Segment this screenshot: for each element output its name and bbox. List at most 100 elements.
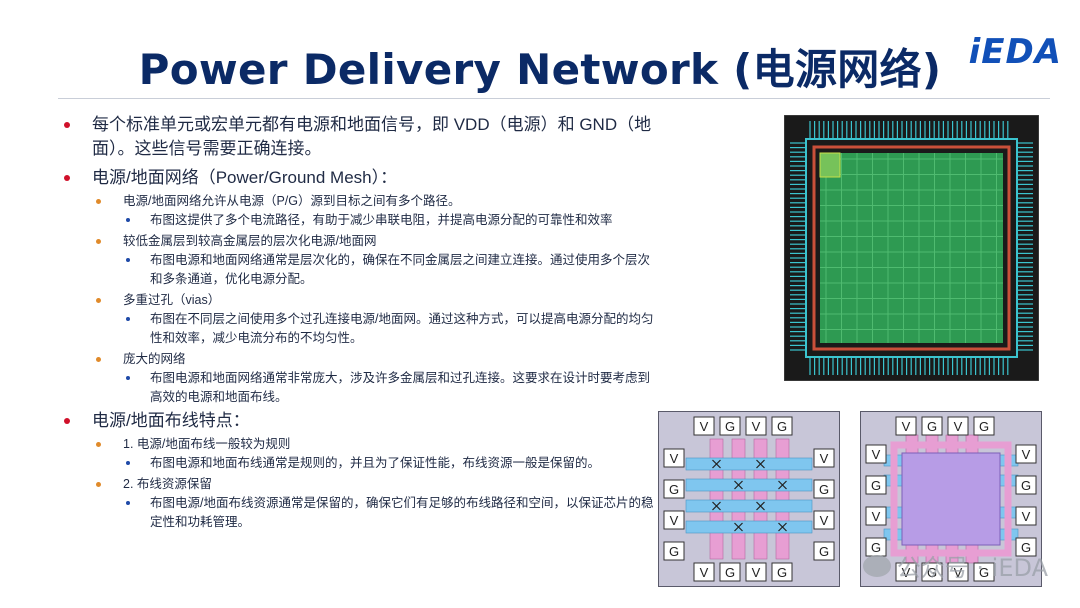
sub-bullet-text: 电源/地面网络允许从电源（P/G）源到目标之间有多个路径。	[123, 194, 461, 208]
detail-bullet: 布图在不同层之间使用多个过孔连接电源/地面网。通过这种方式，可以提高电源分配的均…	[60, 310, 660, 348]
pin-gnd: G	[921, 562, 943, 582]
detail-text: 布图电源和地面网络通常非常庞大，涉及许多金属层和过孔连接。这要求在设计时要考虑到…	[150, 371, 651, 404]
detail-bullet-dot-icon	[126, 376, 130, 380]
svg-text:V: V	[700, 565, 709, 580]
svg-text:G: G	[979, 419, 989, 434]
pin-vdd: V	[693, 562, 715, 582]
detail-text: 布图电源和地面布线通常是规则的，并且为了保证性能，布线资源一般是保留的。	[150, 456, 601, 470]
bullet-text: 电源/地面网络（Power/Ground Mesh）：	[92, 168, 398, 187]
svg-text:G: G	[927, 419, 937, 434]
svg-text:V: V	[670, 451, 679, 466]
svg-text:V: V	[752, 419, 761, 434]
svg-text:V: V	[1022, 447, 1031, 462]
pin-vdd: V	[865, 444, 887, 464]
svg-text:G: G	[927, 565, 937, 580]
bullet-pg-signals: 每个标准单元或宏单元都有电源和地面信号，即 VDD（电源）和 GND（地面）。这…	[60, 113, 660, 161]
sub-bullet-dot-icon	[96, 482, 101, 487]
detail-bullet: 布图这提供了多个电流路径，有助于减少串联电阻，并提高电源分配的可靠性和效率	[60, 211, 660, 230]
svg-text:G: G	[819, 544, 829, 559]
pin-gnd: G	[719, 562, 741, 582]
detail-bullet: 布图电源/地面布线资源通常是保留的，确保它们有足够的布线路径和空间，以保证芯片的…	[60, 494, 660, 532]
bullet-text: 每个标准单元或宏单元都有电源和地面信号，即 VDD（电源）和 GND（地面）。这…	[92, 115, 652, 158]
pin-gnd: G	[1015, 475, 1037, 495]
pin-vdd: V	[947, 416, 969, 436]
svg-text:G: G	[1021, 478, 1031, 493]
svg-text:V: V	[872, 509, 881, 524]
sub-bullet-text: 多重过孔（vias）	[123, 293, 221, 307]
sub-bullet-text: 1. 电源/地面布线一般较为规则	[123, 437, 291, 451]
svg-text:V: V	[820, 451, 829, 466]
svg-text:G: G	[1021, 540, 1031, 555]
pin-vdd: V	[813, 510, 835, 530]
sub-bullet-text: 较低金属层到较高金属层的层次化电源/地面网	[123, 234, 377, 248]
svg-text:G: G	[871, 478, 881, 493]
detail-text: 布图电源和地面网络通常是层次化的，确保在不同金属层之间建立连接。通过使用多个层次…	[150, 253, 651, 286]
detail-bullet-dot-icon	[126, 258, 130, 262]
detail-bullet: 布图电源和地面网络通常是层次化的，确保在不同金属层之间建立连接。通过使用多个层次…	[60, 251, 660, 289]
pin-vdd: V	[745, 562, 767, 582]
svg-text:G: G	[669, 482, 679, 497]
title-divider	[58, 98, 1050, 99]
sub-bullet-dot-icon	[96, 298, 101, 303]
bullet-pg-mesh: 电源/地面网络（Power/Ground Mesh）：	[60, 166, 660, 190]
detail-bullet-dot-icon	[126, 218, 130, 222]
detail-bullet-dot-icon	[126, 317, 130, 321]
pin-vdd: V	[895, 562, 917, 582]
watermark-text: 公众号 · iEDA	[896, 554, 1048, 582]
sub-bullet-text: 2. 布线资源保留	[123, 477, 212, 491]
svg-text:V: V	[954, 419, 963, 434]
detail-bullet-dot-icon	[126, 501, 130, 505]
sub-bullet-dot-icon	[96, 442, 101, 447]
detail-text: 布图电源/地面布线资源通常是保留的，确保它们有足够的布线路径和空间，以保证芯片的…	[150, 496, 654, 529]
pin-gnd: G	[921, 416, 943, 436]
bullet-dot-icon	[64, 175, 70, 181]
svg-text:V: V	[902, 565, 911, 580]
pin-gnd: G	[973, 562, 995, 582]
sub-bullet: 多重过孔（vias）	[60, 291, 660, 310]
svg-text:V: V	[872, 447, 881, 462]
pin-vdd: V	[745, 416, 767, 436]
sub-bullet: 庞大的网络	[60, 350, 660, 369]
pin-vdd: V	[947, 562, 969, 582]
slide-title: Power Delivery Network (电源网络)	[138, 45, 942, 94]
pin-gnd: G	[813, 541, 835, 561]
svg-text:G: G	[819, 482, 829, 497]
pin-vdd: V	[1015, 506, 1037, 526]
detail-bullet-dot-icon	[126, 461, 130, 465]
sub-bullet-dot-icon	[96, 239, 101, 244]
svg-text:G: G	[871, 540, 881, 555]
pin-gnd: G	[771, 562, 793, 582]
bullet-dot-icon	[64, 122, 70, 128]
detail-text: 布图这提供了多个电流路径，有助于减少串联电阻，并提高电源分配的可靠性和效率	[150, 213, 613, 227]
svg-text:V: V	[954, 565, 963, 580]
pin-vdd: V	[1015, 444, 1037, 464]
bullet-dot-icon	[64, 418, 70, 424]
svg-text:V: V	[902, 419, 911, 434]
sub-bullet: 较低金属层到较高金属层的层次化电源/地面网	[60, 232, 660, 251]
svg-text:G: G	[979, 565, 989, 580]
pin-gnd: G	[1015, 537, 1037, 557]
pin-vdd: V	[813, 448, 835, 468]
svg-text:V: V	[700, 419, 709, 434]
bullet-list: 每个标准单元或宏单元都有电源和地面信号，即 VDD（电源）和 GND（地面）。这…	[60, 113, 660, 534]
chip-layout-image	[784, 115, 1039, 381]
detail-text: 布图在不同层之间使用多个过孔连接电源/地面网。通过这种方式，可以提高电源分配的均…	[150, 312, 654, 345]
svg-text:G: G	[725, 419, 735, 434]
pin-gnd: G	[663, 541, 685, 561]
svg-text:V: V	[820, 513, 829, 528]
pin-vdd: V	[663, 510, 685, 530]
wechat-icon	[862, 555, 891, 577]
ieda-logo: iEDA	[968, 32, 1062, 72]
pin-gnd: G	[973, 416, 995, 436]
bullet-text: 电源/地面布线特点：	[92, 411, 250, 430]
svg-text:V: V	[752, 565, 761, 580]
watermark: 公众号 · iEDA	[862, 548, 1048, 583]
detail-bullet: 布图电源和地面布线通常是规则的，并且为了保证性能，布线资源一般是保留的。	[60, 454, 660, 473]
pin-gnd: G	[865, 475, 887, 495]
pin-gnd: G	[813, 479, 835, 499]
sub-bullet: 电源/地面网络允许从电源（P/G）源到目标之间有多个路径。	[60, 192, 660, 211]
sub-bullet-dot-icon	[96, 357, 101, 362]
pin-vdd: V	[865, 506, 887, 526]
